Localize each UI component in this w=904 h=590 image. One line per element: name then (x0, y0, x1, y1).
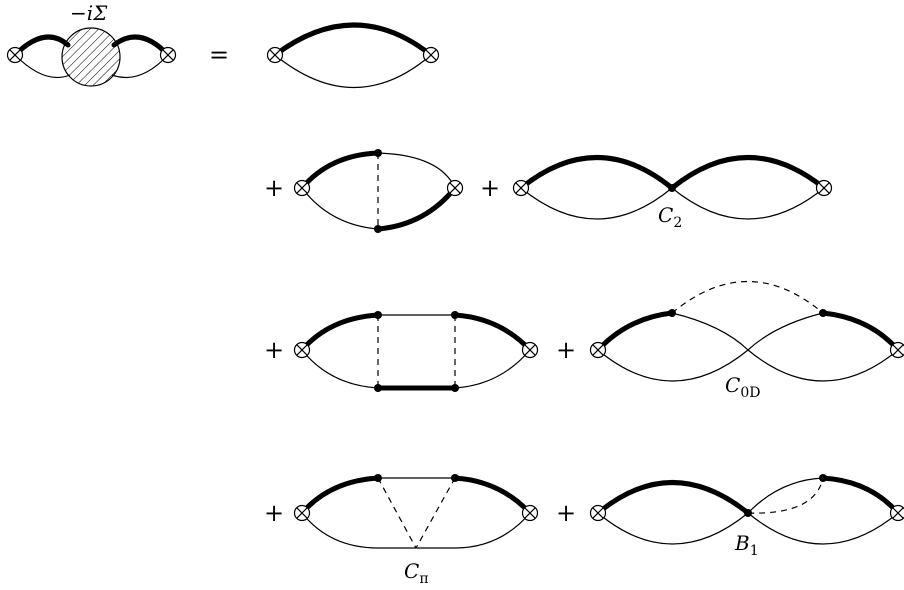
self-energy-diagram: −iΣ (6, 1, 177, 87)
c0d-label-sub: 0D (740, 385, 760, 401)
insertion-otimes-icon (266, 46, 284, 64)
thin-propagator (520, 187, 673, 220)
c2-label: C2 (658, 203, 682, 231)
vertex-dot (451, 311, 459, 319)
pion-exchange-line (747, 477, 824, 514)
b1-diagram: B1 (589, 474, 904, 559)
insertion-otimes-icon (293, 504, 311, 522)
c0d-diagram: C0D (589, 280, 904, 401)
vertex-dot (451, 474, 459, 482)
thin-propagator (274, 54, 432, 89)
pion-exchange-line (377, 477, 417, 549)
insertion-otimes-icon (512, 179, 530, 197)
thick-propagator (452, 475, 533, 516)
thick-propagator (595, 480, 751, 516)
vertex-dot (819, 474, 827, 482)
vertex-dot (374, 474, 382, 482)
pion-exchange-line (671, 280, 824, 314)
thick-propagator (452, 312, 533, 353)
triangle-diagram: Cπ (293, 474, 539, 587)
insertion-otimes-icon (815, 179, 833, 197)
thick-propagator (518, 155, 675, 191)
insertion-otimes-icon (889, 341, 904, 359)
vertex-dot (668, 184, 676, 192)
vertex-dot (374, 311, 382, 319)
insertion-otimes-icon (293, 179, 311, 197)
vertex-dot (374, 225, 382, 233)
thin-propagator (597, 349, 749, 382)
thick-propagator (820, 475, 901, 516)
thin-propagator (747, 312, 824, 351)
vertex-dot (819, 309, 827, 317)
exchange-diagram (293, 149, 464, 233)
cpi-label: Cπ (404, 559, 429, 587)
thick-propagator (595, 310, 675, 353)
b1-label-sub: 1 (750, 543, 759, 559)
insertion-otimes-icon (589, 341, 607, 359)
insertion-otimes-icon (6, 46, 24, 64)
cpi-label-sub: π (419, 571, 428, 587)
thin-propagator (301, 187, 379, 230)
insertion-otimes-icon (293, 341, 311, 359)
plus-sign: + (480, 174, 500, 202)
hatched-blob (61, 27, 121, 87)
insertion-otimes-icon (446, 179, 464, 197)
b1-label: B1 (734, 531, 759, 559)
plus-sign: + (556, 336, 576, 364)
thin-propagator (747, 349, 899, 382)
thick-propagator (12, 34, 71, 58)
c2-contact-diagram: C2 (512, 155, 833, 231)
insertion-otimes-icon (589, 504, 607, 522)
vertex-dot (668, 309, 676, 317)
bubble-diagram (266, 22, 440, 89)
thick-propagator (299, 475, 381, 516)
thin-propagator (301, 349, 379, 389)
insertion-otimes-icon (889, 504, 904, 522)
vertex-dot (744, 509, 752, 517)
thick-propagator (272, 22, 434, 58)
thin-propagator (747, 477, 824, 514)
plus-sign: + (556, 499, 576, 527)
insertion-otimes-icon (159, 46, 177, 64)
thin-propagator (301, 512, 531, 549)
thin-propagator (377, 152, 456, 189)
thick-propagator (669, 155, 827, 191)
thick-propagator (820, 310, 901, 353)
thick-propagator (299, 312, 381, 353)
b1-label-main: B (734, 531, 750, 555)
thin-propagator (671, 187, 825, 220)
plus-sign: + (264, 336, 284, 364)
c0d-label: C0D (725, 373, 760, 401)
vertex-dot (374, 384, 382, 392)
thick-propagator (375, 185, 458, 232)
thick-propagator (111, 34, 171, 58)
vertex-dot (374, 149, 382, 157)
thick-propagator (299, 150, 381, 191)
self-energy-label: −iΣ (70, 1, 108, 25)
insertion-otimes-icon (521, 504, 539, 522)
insertion-otimes-icon (422, 46, 440, 64)
plus-sign: + (264, 499, 284, 527)
thin-propagator (747, 512, 899, 545)
plus-sign: + (264, 174, 284, 202)
equals-sign: = (209, 41, 229, 69)
vertex-dot (451, 384, 459, 392)
box-diagram (293, 311, 539, 392)
insertion-otimes-icon (521, 341, 539, 359)
thin-propagator (597, 512, 749, 545)
c2-label-sub: 2 (673, 215, 682, 231)
c0d-label-main: C (725, 373, 740, 397)
thin-propagator (671, 312, 749, 351)
c2-label-main: C (658, 203, 673, 227)
pion-exchange-line (415, 477, 456, 549)
cpi-label-main: C (404, 559, 419, 583)
thin-propagator (454, 349, 531, 389)
